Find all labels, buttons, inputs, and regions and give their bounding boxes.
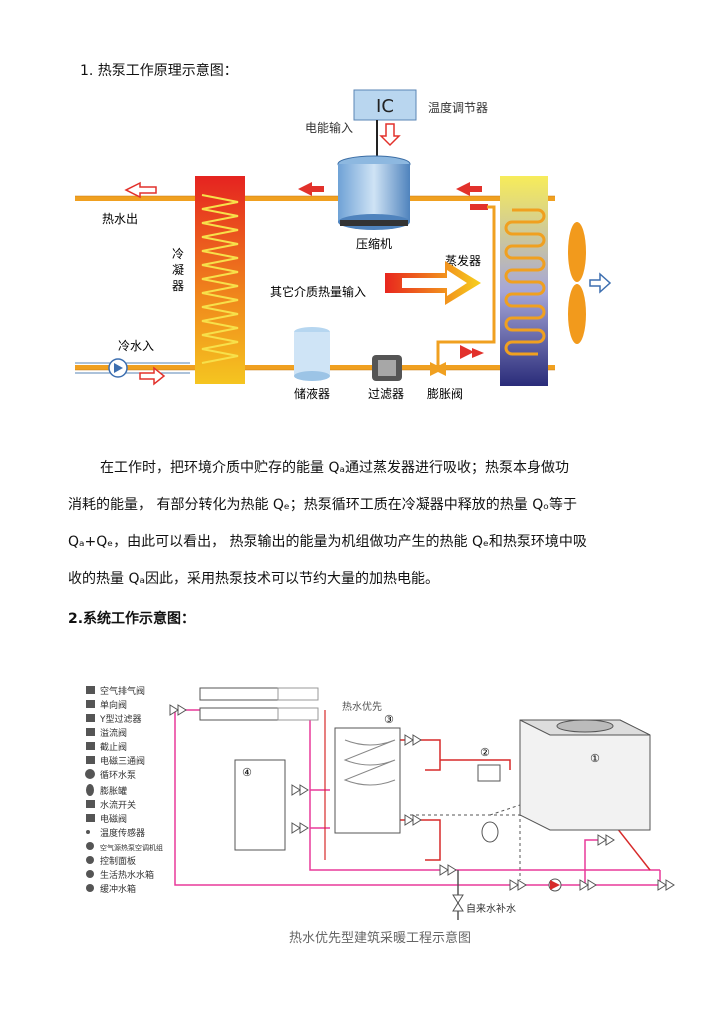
ic-box	[353, 89, 417, 121]
description-paragraph: 在工作时，把环境介质中贮存的能量 Qₐ通过蒸发器进行吸收；热泵本身做功 消耗的能…	[68, 450, 668, 598]
air-out-arrow-icon	[589, 272, 612, 294]
svg-text:空气源热泵空调机组: 空气源热泵空调机组	[100, 843, 163, 852]
cold-water-in-arrow-icon	[139, 366, 166, 386]
section2-title: 2.系统工作示意图：	[68, 611, 196, 627]
num-3: ③	[384, 713, 394, 726]
section1-title: 1. 热泵工作原理示意图：	[80, 63, 238, 79]
num-1: ①	[590, 752, 600, 765]
num-4: ④	[242, 766, 252, 779]
hot-water-out-arrow-icon	[124, 181, 157, 199]
heat-pump-principle-diagram: IC 温度调节器 电能输入 压缩机 热水出 冷凝器 蒸发器 其它介质热量输入 冷…	[75, 89, 612, 401]
temp-regulator-label: 温度调节器	[428, 100, 488, 115]
hot-water-tank	[334, 727, 401, 834]
caption: 热水优先型建筑采暖工程示意图	[289, 930, 471, 946]
hot-water-priority-label: 热水优先	[342, 700, 382, 713]
heat-pump-unit	[519, 719, 651, 831]
ic-label: IC	[376, 96, 394, 117]
expansion-valve-icon	[430, 362, 446, 376]
svg-text:电磁三通阀: 电磁三通阀	[100, 755, 145, 767]
paragraph-line: 在工作时，把环境介质中贮存的能量 Qₐ通过蒸发器进行吸收；热泵本身做功	[100, 460, 569, 476]
system-diagram: 空气排气阀 单向阀 Y型过滤器 溢流阀 截止阀 电磁三通阀 循环水泵 膨胀罐 水…	[85, 685, 675, 946]
evaporator-label: 蒸发器	[445, 253, 481, 268]
svg-text:控制面板: 控制面板	[100, 855, 136, 867]
power-down-arrow-icon	[379, 123, 401, 147]
cold-water-in-label: 冷水入	[118, 339, 154, 353]
control-panel	[477, 764, 501, 782]
svg-text:单向阀: 单向阀	[100, 699, 127, 711]
svg-text:膨胀罐: 膨胀罐	[100, 785, 127, 797]
num-2: ②	[480, 746, 490, 759]
power-input-label: 电能输入	[305, 120, 353, 135]
buffer-tank	[234, 759, 286, 851]
svg-text:缓冲水箱: 缓冲水箱	[100, 883, 136, 895]
makeup-water-label: 自来水补水	[466, 902, 516, 915]
fan-icon	[568, 222, 586, 282]
flow-arrow-icon	[456, 182, 482, 196]
hot-water-out-label: 热水出	[102, 212, 138, 226]
condenser-label: 冷凝器	[172, 247, 184, 293]
svg-text:温度传感器: 温度传感器	[100, 827, 145, 839]
paragraph-line: Qₐ+Qₑ，由此可以看出， 热泵输出的能量为机组做功产生的热能 Qₑ和热泵环境中…	[68, 534, 587, 550]
svg-text:循环水泵: 循环水泵	[100, 769, 136, 781]
svg-text:Y型过滤器: Y型过滤器	[99, 713, 142, 725]
svg-text:生活热水水箱: 生活热水水箱	[100, 869, 154, 881]
svg-text:空气排气阀: 空气排气阀	[100, 685, 145, 697]
flow-arrow-icon	[298, 182, 324, 196]
paragraph-line: 收的热量 Qₐ因此，采用热泵技术可以节约大量的加热电能。	[68, 571, 439, 587]
filter-label: 过滤器	[368, 387, 404, 401]
svg-text:水流开关: 水流开关	[100, 799, 136, 811]
paragraph-line: 消耗的能量， 有部分转化为热能 Qₑ；热泵循环工质在冷凝器中释放的热量 Qₒ等于	[68, 497, 578, 513]
legend: 空气排气阀 单向阀 Y型过滤器 溢流阀 截止阀 电磁三通阀 循环水泵 膨胀罐 水…	[99, 685, 163, 895]
expansion-valve-label: 膨胀阀	[427, 387, 463, 401]
svg-text:溢流阀: 溢流阀	[100, 727, 127, 739]
compressor-label: 压缩机	[356, 236, 392, 251]
receiver-label: 储液器	[294, 386, 330, 401]
svg-text:截止阀: 截止阀	[100, 741, 127, 753]
other-heat-input-label: 其它介质热量输入	[270, 284, 366, 299]
svg-text:电磁阀: 电磁阀	[100, 813, 127, 825]
